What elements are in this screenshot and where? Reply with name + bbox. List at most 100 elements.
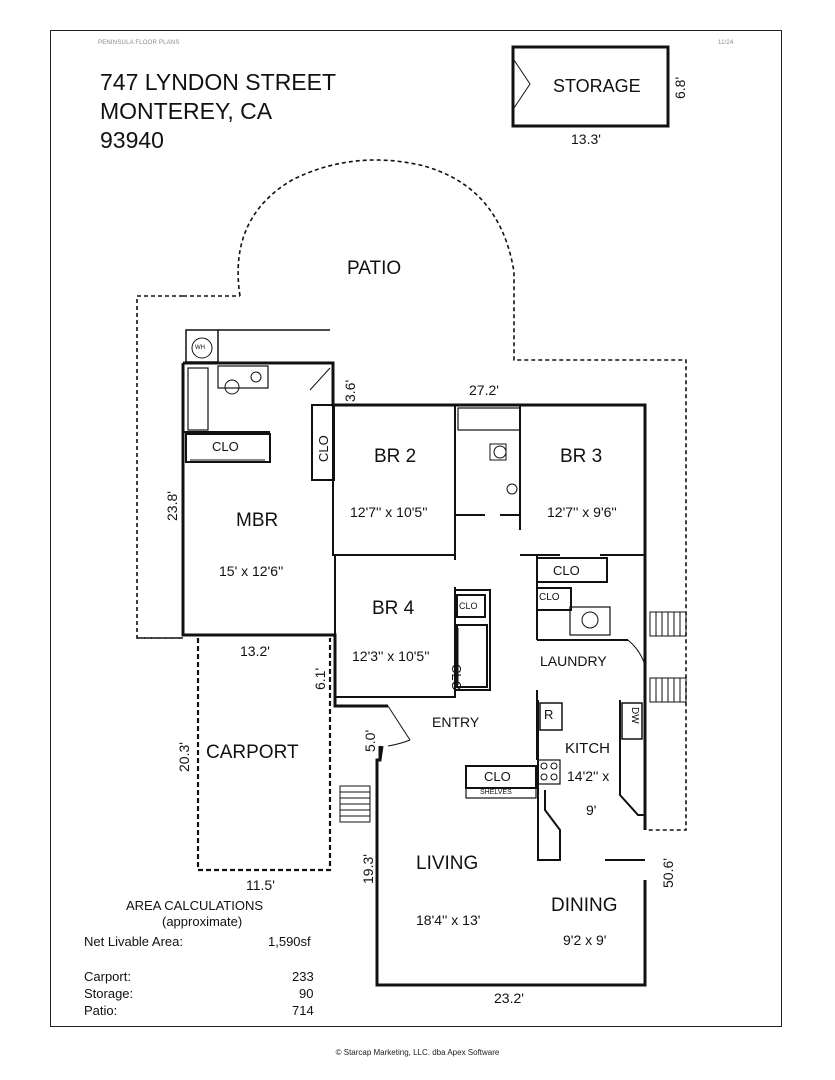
mbr-vanity: [217, 365, 269, 389]
entry-door: [387, 705, 411, 747]
fridge-icon: [539, 702, 563, 731]
br3-size: 12'7'' x 9'6'': [547, 504, 617, 520]
area-title: AREA CALCULATIONS: [126, 898, 264, 913]
mbr-label: MBR: [236, 510, 279, 531]
br4-small-closet-label: CLO: [459, 601, 478, 611]
area-row-label: Carport:: [84, 969, 131, 984]
area-row-label: Storage:: [84, 986, 134, 1001]
patio-door: [309, 367, 331, 391]
burner-icon: [550, 762, 558, 770]
copyright: © Starcap Marketing, LLC. dba Apex Softw…: [335, 1048, 500, 1057]
fridge-label: R: [544, 707, 554, 722]
water-heater-icon: [191, 337, 213, 359]
hall-toilet-icon: [493, 445, 507, 459]
address-line-2: MONTEREY, CA: [100, 98, 273, 124]
br4-size: 12'3'' x 10'5'': [352, 648, 430, 664]
carport-side-measure: 20.3': [176, 742, 192, 772]
mbr-toilet-icon: [224, 379, 240, 395]
br3-wall: [519, 515, 645, 556]
area-row-value: 233: [292, 969, 314, 984]
hall-sink-icon: [506, 483, 518, 495]
area-row-value: 90: [299, 986, 314, 1001]
wh-enclosure: [185, 329, 219, 363]
mbr-size: 15' x 12'6'': [219, 563, 284, 579]
mbr-closet: [185, 433, 271, 463]
wh-label: WH: [195, 345, 205, 351]
dining-label: DINING: [551, 895, 618, 916]
living-size: 18'4'' x 13': [416, 912, 481, 928]
dining-size: 9'2 x 9': [563, 932, 607, 948]
br2-wall: [332, 405, 456, 556]
area-subtitle: (approximate): [162, 914, 243, 929]
kitchen-counter: [537, 700, 561, 861]
kitchen-size-b: 9': [586, 802, 597, 818]
storage-door: [513, 59, 531, 109]
area-row-value: 1,590sf: [268, 934, 311, 949]
storage-height: 6.8': [672, 76, 688, 99]
laundry-toilet-tank: [569, 606, 611, 636]
bottom-width-measure: 23.2': [494, 990, 524, 1006]
living-closet-label: CLO: [484, 769, 511, 784]
laundry-toilet-icon: [581, 611, 599, 629]
carport-top-measure: 13.2': [240, 643, 270, 659]
address-line-1: 747 LYNDON STREET: [100, 69, 337, 95]
hall-bath-wall: [455, 405, 521, 516]
entry-label: ENTRY: [432, 714, 480, 730]
br2-size: 12'7'' x 10'5'': [350, 504, 428, 520]
area-row-value: 714: [292, 1003, 314, 1018]
mbr-tub-icon: [187, 367, 209, 431]
br3-label: BR 3: [560, 446, 603, 467]
brand-label: PENINSULA FLOOR PLANS: [98, 40, 180, 46]
laundry-label: LAUNDRY: [540, 653, 607, 669]
area-row-label: Net Livable Area:: [84, 934, 184, 949]
br2-label: BR 2: [374, 446, 417, 467]
mbr-side-measure: 23.8': [164, 491, 180, 521]
stairs-icon: [339, 785, 371, 823]
br4-closet: [456, 624, 488, 688]
hall-tub-icon: [457, 407, 521, 431]
burner-icon: [540, 773, 548, 781]
patio-label: PATIO: [347, 258, 402, 279]
carport-bottom-measure: 11.5': [246, 877, 275, 893]
shelves-icon: [465, 787, 537, 799]
date-label: 11/24: [718, 40, 734, 46]
dishwasher-icon: [621, 702, 643, 740]
kitchen-size-a: 14'2'' x: [567, 768, 610, 784]
area-row-label: Patio:: [84, 1003, 118, 1018]
kitchen-counter-right: [619, 700, 645, 816]
laundry-small-closet-label: CLO: [539, 592, 560, 603]
entry-step-measure: 5.0': [362, 729, 378, 752]
carport-label: CARPORT: [206, 742, 299, 763]
address-line-3: 93940: [100, 127, 164, 153]
entry-wall: [335, 704, 382, 760]
stairs-icon: [649, 611, 687, 637]
storage-label: STORAGE: [553, 76, 641, 96]
dishwasher-label: DW: [629, 707, 640, 724]
burner-icon: [550, 773, 558, 781]
burner-icon: [540, 762, 548, 770]
br4-closet-label: CLO: [449, 664, 464, 691]
living-side-measure: 19.3': [360, 854, 376, 884]
mbr-sink-icon: [250, 371, 262, 383]
br2-closet-label: CLO: [316, 435, 331, 462]
stairs-icon: [649, 677, 687, 703]
cooktop-icon: [537, 759, 561, 785]
mbr-closet-label: CLO: [212, 439, 239, 454]
top-width-measure: 27.2': [469, 382, 499, 398]
storage-outline: [511, 45, 670, 128]
br4-closet-small: [456, 594, 486, 618]
patio-outline: [136, 159, 687, 831]
carport-step-measure: 6.1': [312, 667, 328, 690]
shelves-label: SHELVES: [480, 789, 512, 796]
laundry-closet-label: CLO: [553, 563, 580, 578]
patio-door-measure: 3.6': [342, 379, 358, 402]
living-label: LIVING: [416, 853, 479, 874]
br4-wall: [334, 555, 491, 700]
carport-outline: [196, 638, 332, 872]
laundry-door: [627, 639, 646, 666]
storage-width: 13.3': [571, 131, 601, 147]
right-side-measure: 50.6': [660, 858, 676, 888]
floor-plan-sheet: [50, 30, 782, 1027]
br4-label: BR 4: [372, 598, 415, 619]
